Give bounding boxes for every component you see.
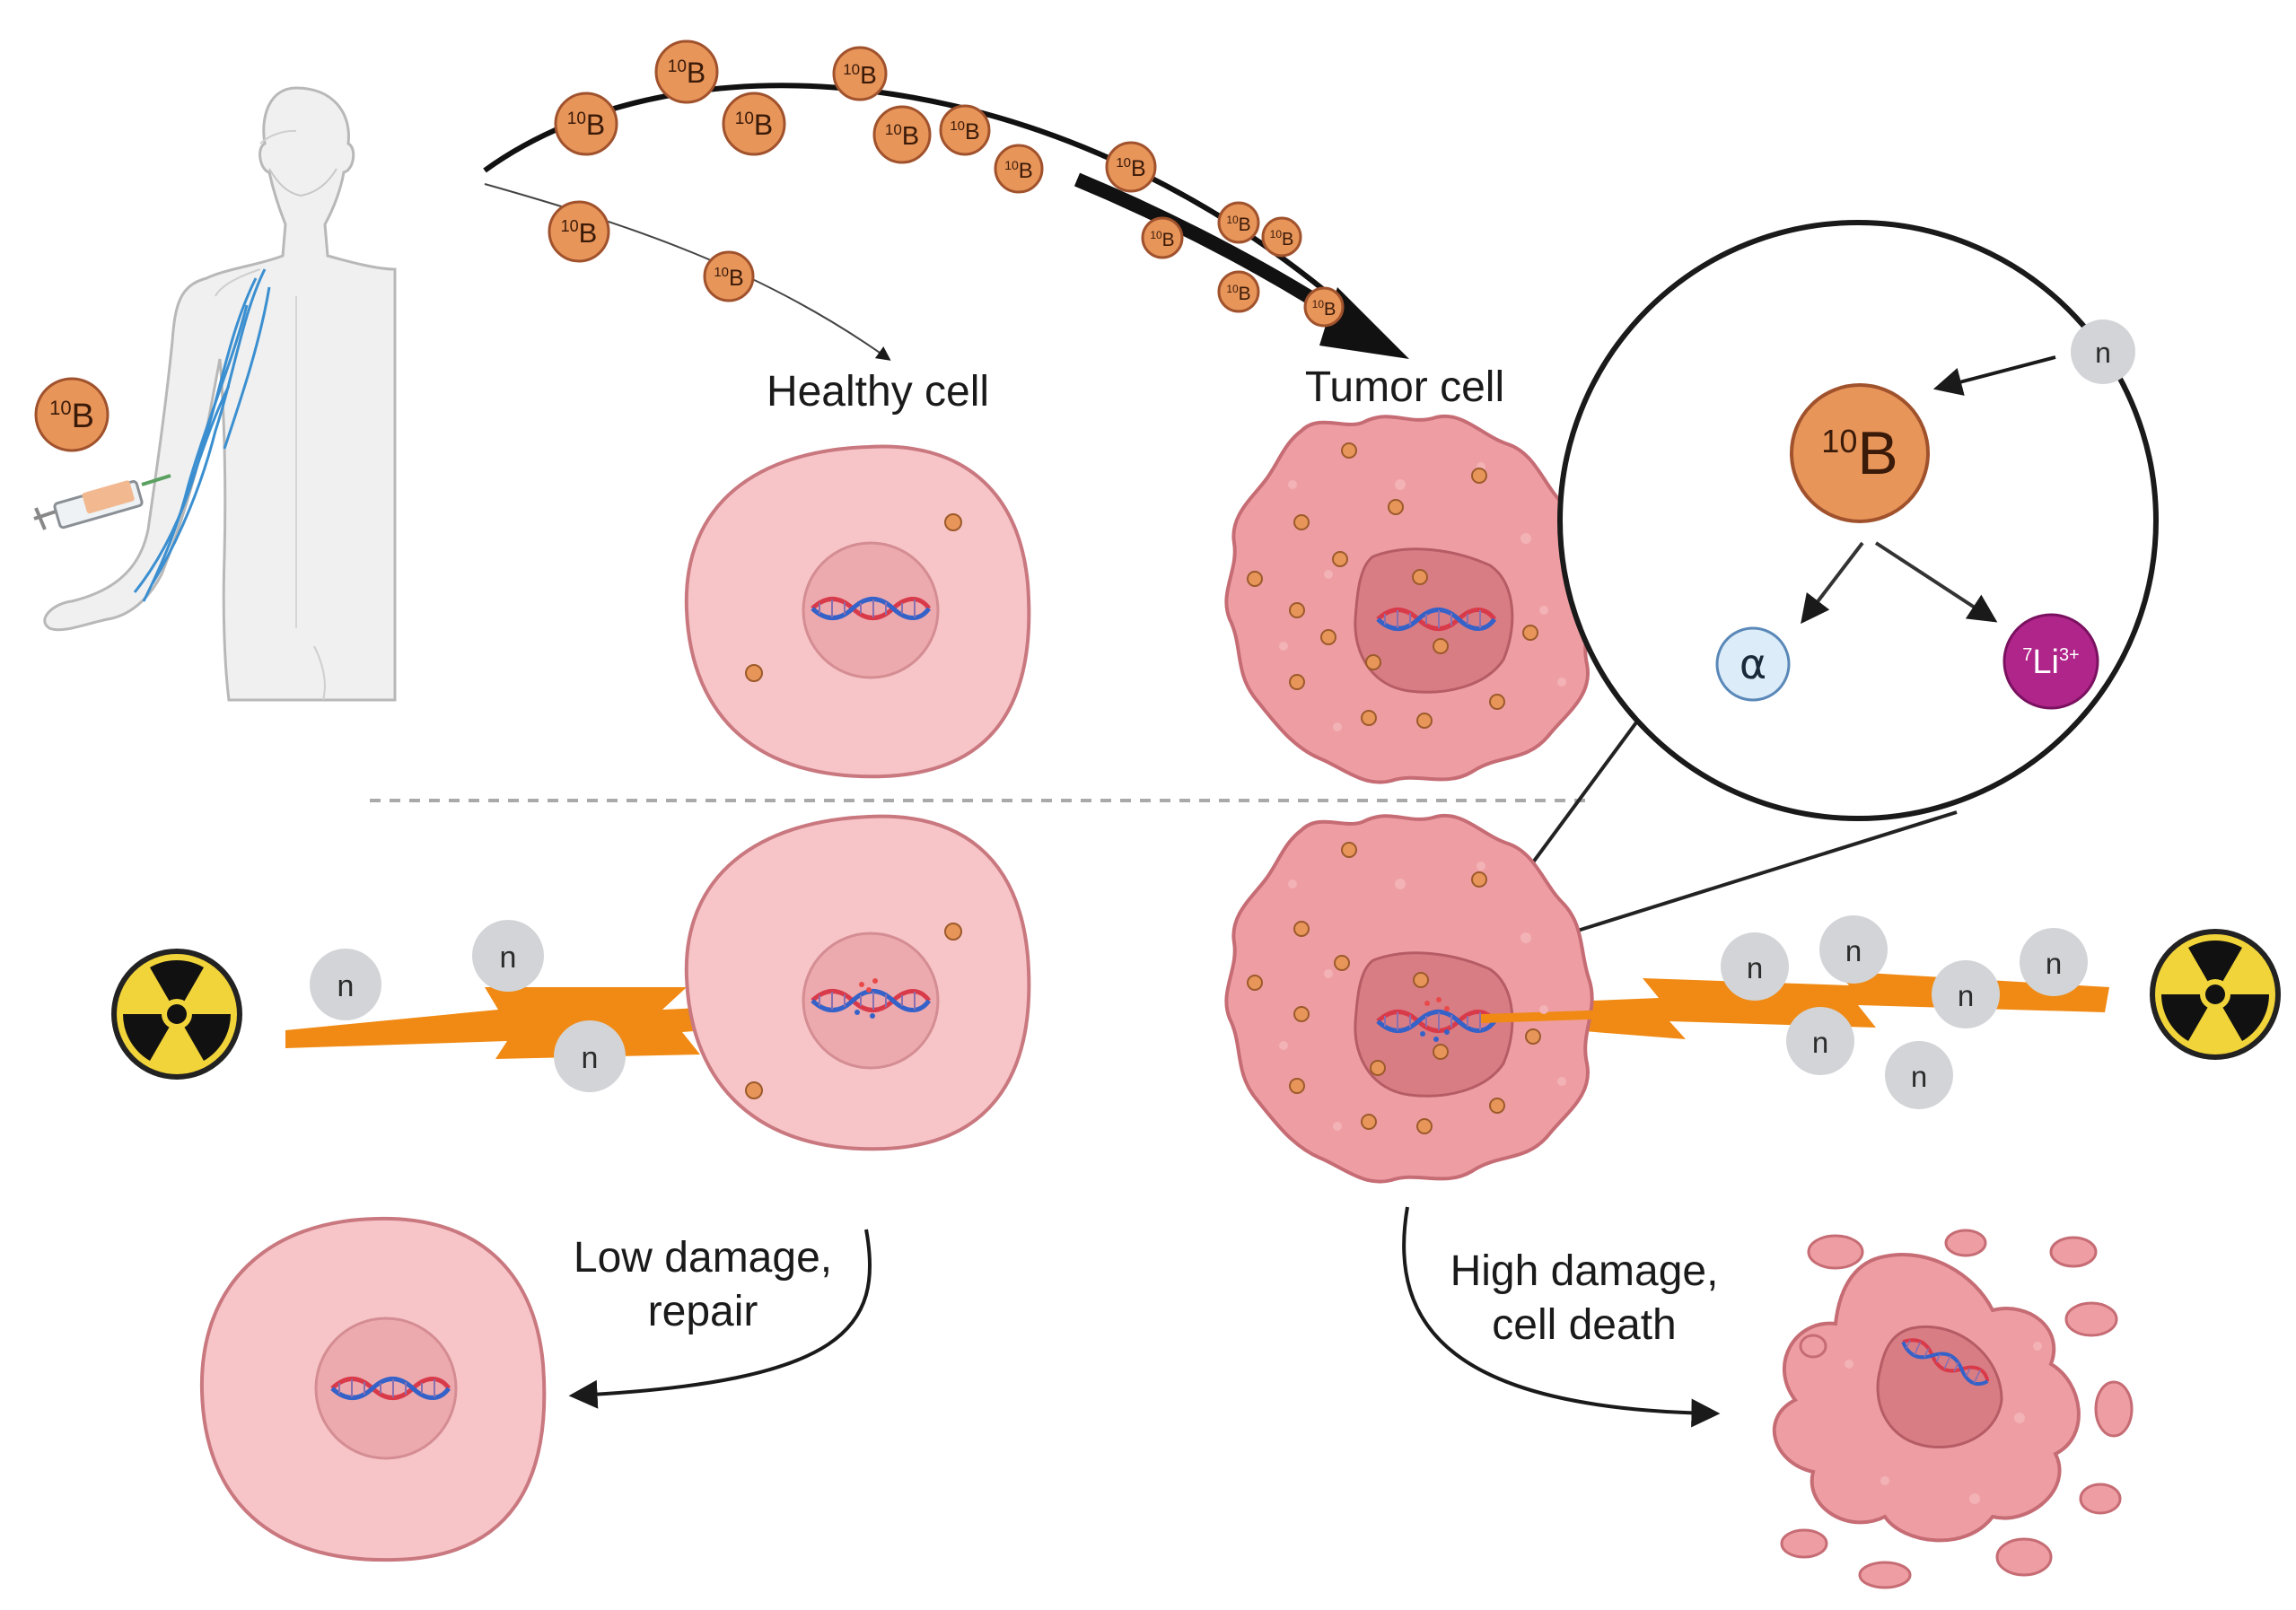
tumor-cell-irradiated <box>1224 813 1747 1184</box>
svg-text:10B: 10B <box>1226 283 1250 304</box>
svg-text:n: n <box>1747 951 1763 984</box>
neutron-particle: n <box>310 949 381 1020</box>
low-damage-label: Low damage, <box>574 1234 832 1282</box>
boron-particle: 10B <box>994 144 1044 194</box>
radiation-icon <box>114 951 240 1077</box>
repair-label: repair <box>648 1288 758 1335</box>
tumor-cell-top <box>1224 414 1594 784</box>
boron-particle: 10B <box>1217 201 1260 244</box>
boron-particle: 10B <box>872 105 932 164</box>
alpha-particle: α <box>1715 626 1791 702</box>
boron-particle: 10B <box>1303 286 1345 328</box>
boron-particle: 10B <box>1105 141 1157 193</box>
svg-text:10B: 10B <box>1116 155 1145 181</box>
radiation-icon <box>2152 932 2278 1057</box>
svg-text:10B: 10B <box>735 109 773 141</box>
svg-text:10B: 10B <box>1270 228 1294 249</box>
repaired-cell <box>199 1216 547 1562</box>
healthy-cell-top <box>684 444 1031 779</box>
neutron-particle: n <box>1721 932 1789 1001</box>
boron-particle: 10B <box>1261 216 1302 258</box>
svg-text:α: α <box>1740 640 1766 688</box>
svg-text:7Li3+: 7Li3+ <box>2022 643 2080 681</box>
svg-text:10B: 10B <box>1004 158 1033 183</box>
svg-text:10B: 10B <box>1150 229 1174 250</box>
svg-text:n: n <box>1958 979 1974 1012</box>
svg-text:10B: 10B <box>1226 214 1250 235</box>
tumor-cell-label: Tumor cell <box>1305 363 1504 411</box>
svg-text:10B: 10B <box>668 57 705 89</box>
boron-particle: 10B <box>722 92 786 156</box>
death-arrow <box>1402 1206 1721 1428</box>
neutron-particle: n <box>1885 1041 1953 1109</box>
neutron-particle: n <box>554 1020 626 1092</box>
svg-text:n: n <box>1845 934 1862 967</box>
neutron-particle: n <box>1932 960 2000 1028</box>
boron-particle: 10B <box>832 46 888 101</box>
boron-particle: 10B <box>548 200 610 263</box>
boron-particles: 10B 10B 10B 10B 10B 10B 10B 10B 10B 10B … <box>548 39 1345 328</box>
cell-death-label: cell death <box>1492 1301 1676 1349</box>
svg-text:10B: 10B <box>843 61 877 89</box>
svg-text:n: n <box>500 941 517 975</box>
neutron-particle: n <box>472 920 544 992</box>
svg-text:n: n <box>582 1041 599 1075</box>
boron-particle: 10B <box>703 250 755 302</box>
healthy-cell-label: Healthy cell <box>767 368 989 416</box>
boron-particle: 10B <box>34 377 110 452</box>
svg-text:10B: 10B <box>49 397 94 435</box>
boron-particle: 10B <box>654 39 719 104</box>
reaction-zoom: n 10B α 7Li3+ <box>1452 220 2159 971</box>
svg-text:10B: 10B <box>1821 419 1897 487</box>
neutron-beam-left <box>285 987 857 1059</box>
boron-particle: 10B <box>939 104 991 156</box>
lithium-ion: 7Li3+ <box>2002 613 2099 710</box>
neutron-particle: n <box>1786 1007 1854 1075</box>
dying-cell <box>1772 1229 2134 1589</box>
neutron-particle: n <box>2020 928 2088 996</box>
neutron-particle: n <box>1819 915 1888 984</box>
healthy-cell-irradiated <box>684 814 1031 1151</box>
neutron-particle: n <box>2071 319 2135 384</box>
svg-text:10B: 10B <box>561 217 598 249</box>
syringe-icon <box>33 474 171 530</box>
human-figure-icon <box>33 86 397 702</box>
svg-text:n: n <box>1911 1060 1927 1093</box>
boron-particle: 10B <box>554 92 618 156</box>
boron-nucleus: 10B <box>1790 383 1930 523</box>
svg-text:n: n <box>2046 947 2062 980</box>
boron-particle: 10B <box>1217 270 1260 313</box>
svg-text:10B: 10B <box>714 265 743 291</box>
high-damage-label: High damage, <box>1450 1247 1719 1295</box>
thin-trajectory-arrow <box>484 183 891 361</box>
svg-text:n: n <box>337 969 355 1003</box>
svg-text:10B: 10B <box>885 121 919 151</box>
svg-text:n: n <box>2095 337 2111 369</box>
svg-text:10B: 10B <box>1312 298 1336 319</box>
svg-text:10B: 10B <box>950 118 979 144</box>
svg-text:10B: 10B <box>567 109 605 141</box>
repair-arrow <box>568 1229 872 1409</box>
svg-text:n: n <box>1812 1026 1828 1059</box>
boron-particle: 10B <box>1141 216 1184 259</box>
